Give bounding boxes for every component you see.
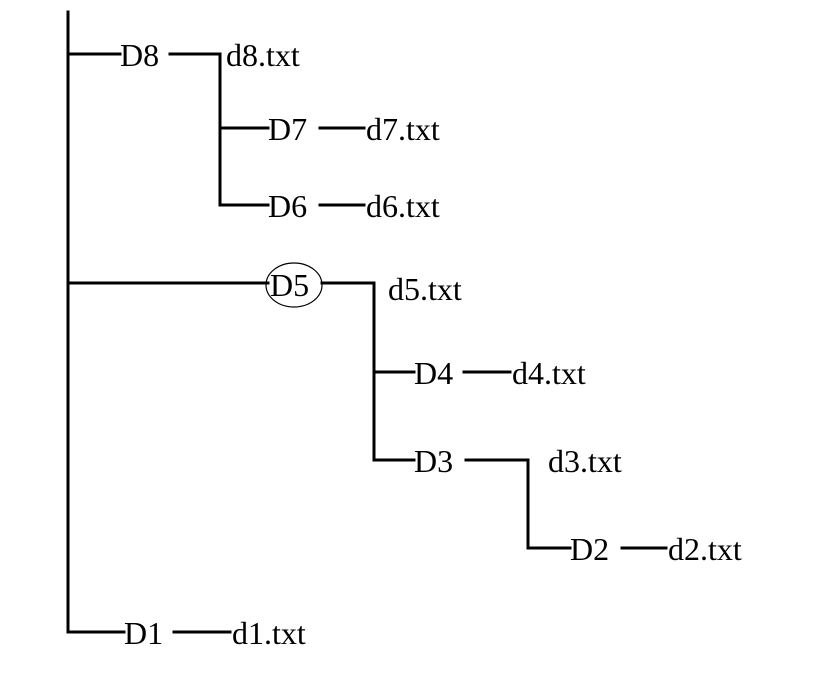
file-label-d3[interactable]: d3.txt [548,443,622,479]
connectors [66,10,668,634]
dir-label-d1[interactable]: D1 [124,615,163,651]
file-label-d8[interactable]: d8.txt [226,37,300,73]
dir-label-d5[interactable]: D5 [270,267,309,303]
d5-highlight-circle [265,262,323,308]
file-label-d4[interactable]: d4.txt [512,355,586,391]
file-label-d7[interactable]: d7.txt [366,111,440,147]
dir-label-d4[interactable]: D4 [414,355,453,391]
dir-label-d3[interactable]: D3 [414,443,453,479]
file-label-d5[interactable]: d5.txt [388,271,462,307]
directory-labels: D8 D7 D6 D5 D4 D3 D2 D1 [120,37,609,651]
dir-label-d8[interactable]: D8 [120,37,159,73]
dir-label-d7[interactable]: D7 [268,111,307,147]
dir-label-d6[interactable]: D6 [268,188,307,224]
file-labels: d8.txt d7.txt d6.txt d5.txt d4.txt d3.tx… [226,37,742,651]
file-label-d2[interactable]: d2.txt [668,531,742,567]
dir-label-d2[interactable]: D2 [570,531,609,567]
file-label-d1[interactable]: d1.txt [232,615,306,651]
file-label-d6[interactable]: d6.txt [366,188,440,224]
